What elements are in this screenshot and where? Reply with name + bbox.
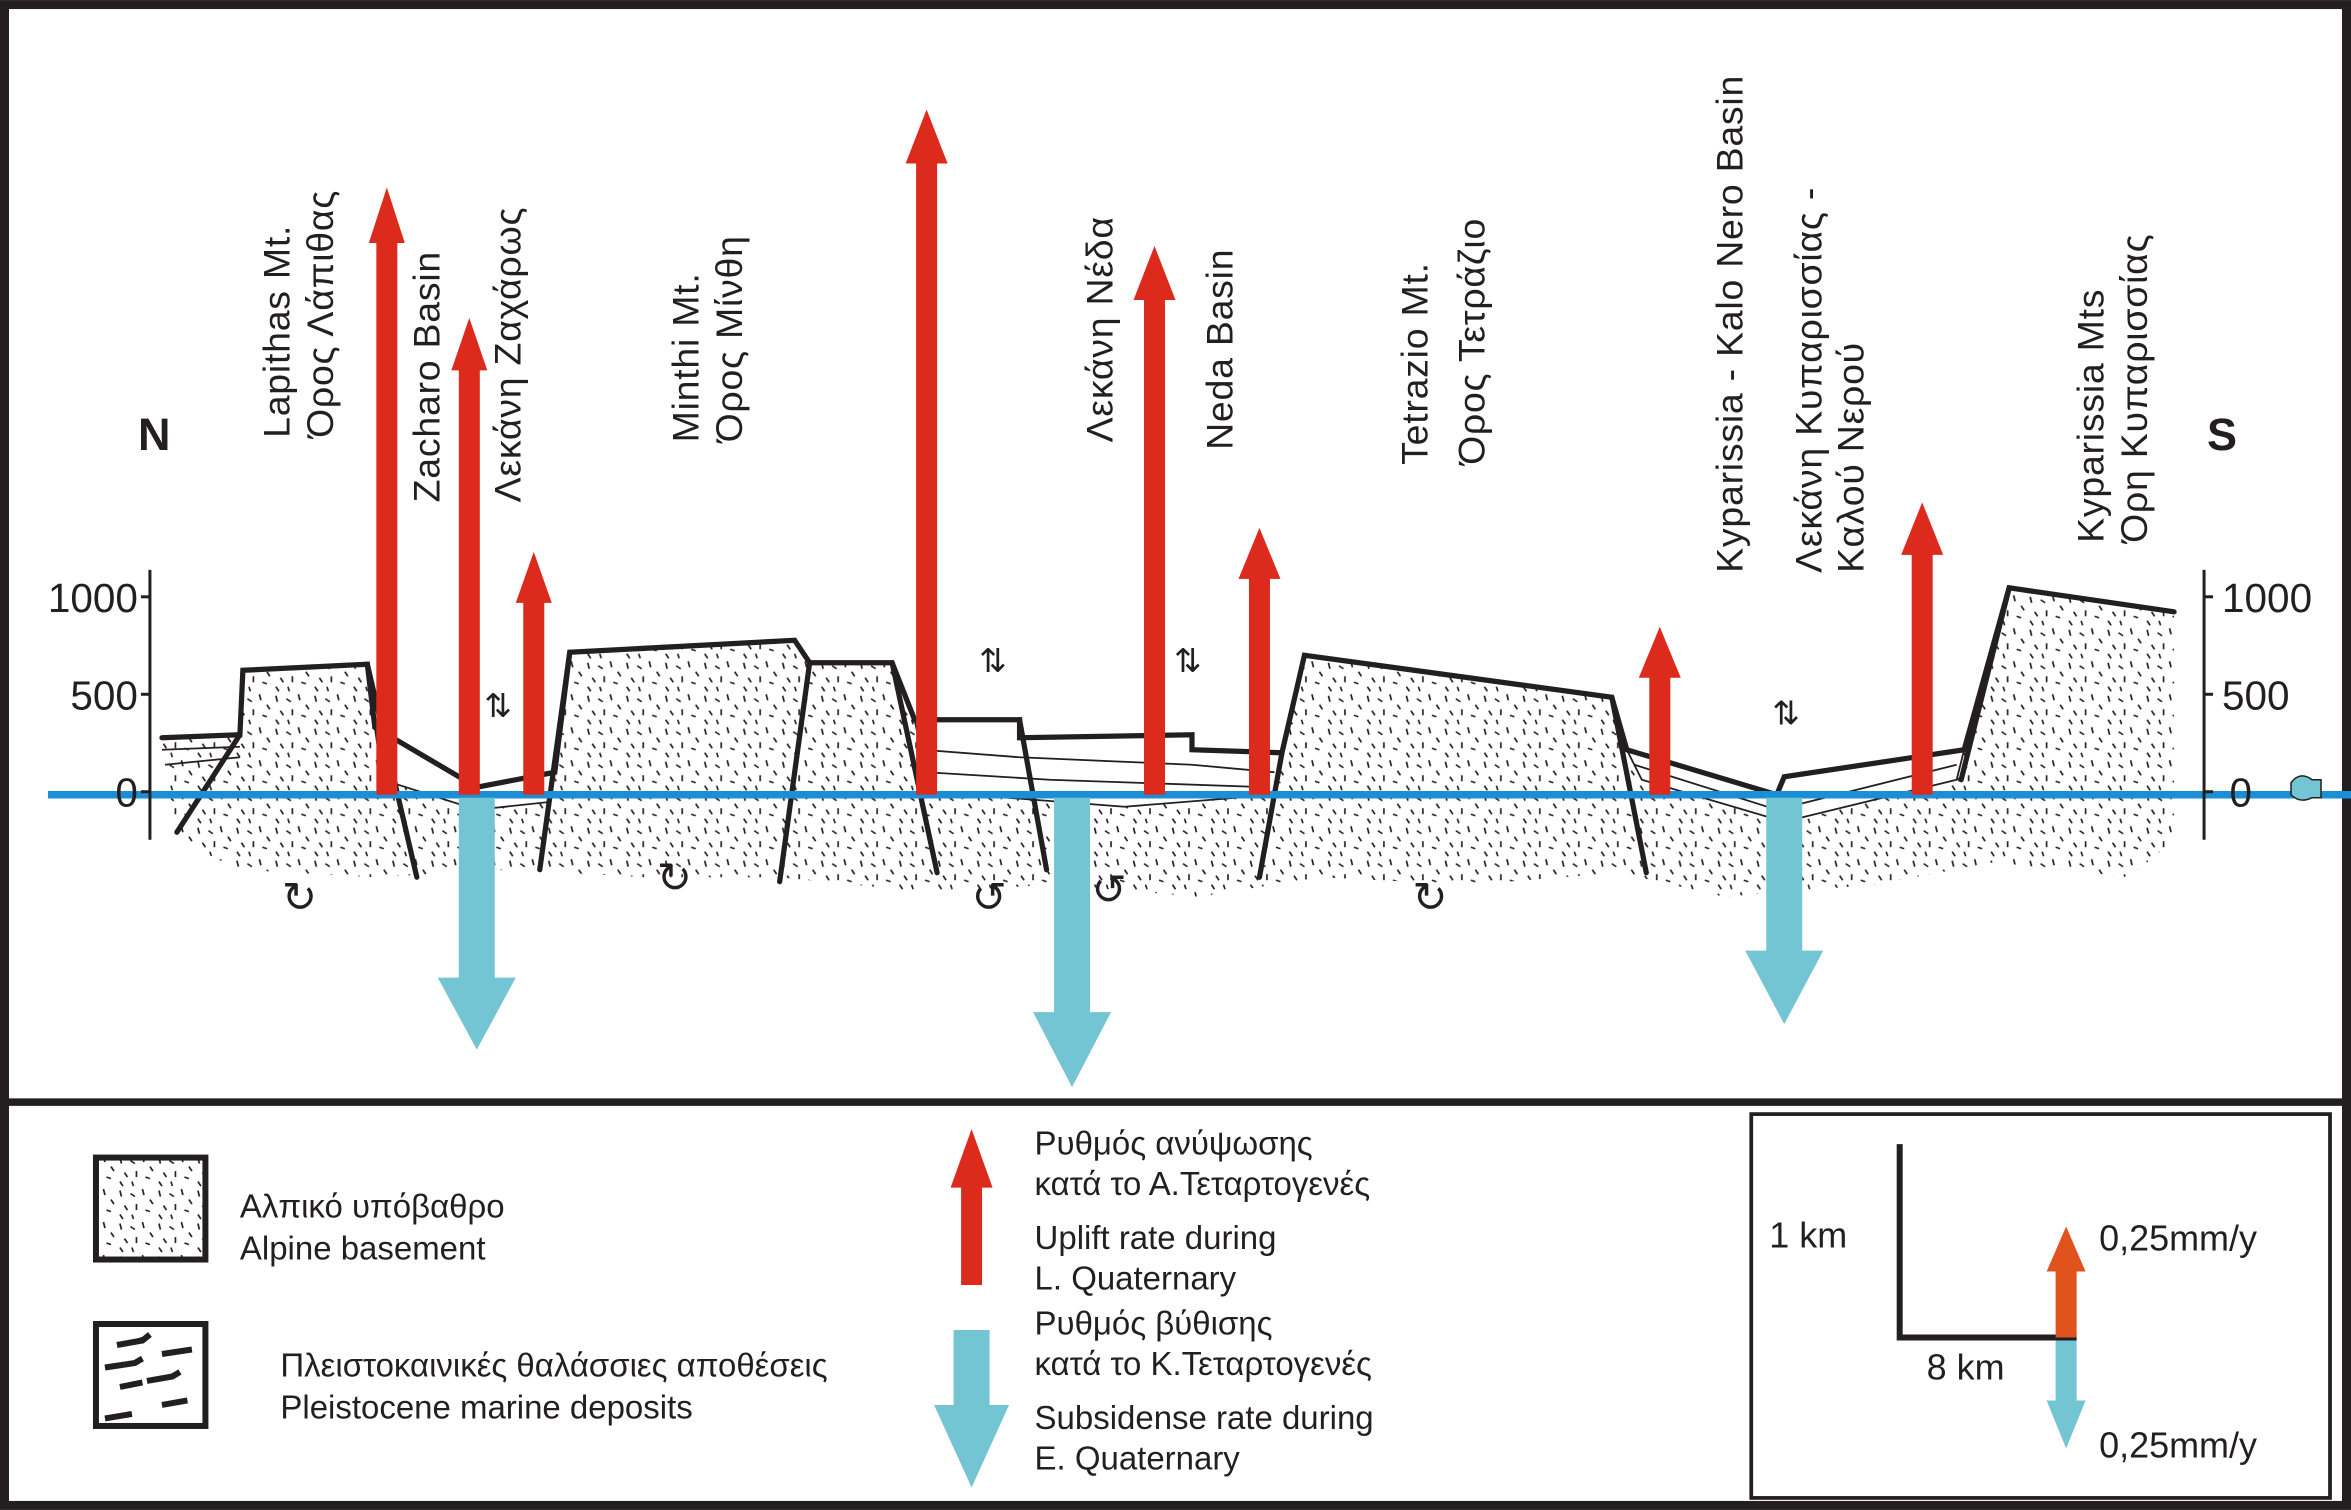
fault-slip-icon: ⇅ [1772, 694, 1800, 731]
label-kyparissia-basin-en: Kyparissia - Kalo Nero Basin [1708, 75, 1750, 573]
legend-uplift-en2: L. Quaternary [1035, 1260, 1237, 1297]
label-neda-en: Neda Basin [1198, 249, 1240, 450]
uplift-arrow [515, 551, 552, 795]
subsidence-arrow [1033, 797, 1112, 1088]
label-neda-gr: Λεκάνη Νέδα [1079, 216, 1121, 442]
legend-subs-en1: Subsidense rate during [1035, 1399, 1374, 1436]
legend-basement-gr: Αλπικό υπόβαθρο [240, 1188, 505, 1225]
legend-subsidence-arrow [934, 1330, 1010, 1488]
legend-basement-en: Alpine basement [240, 1230, 486, 1267]
label-tetrazio-en: Tetrazio Mt. [1393, 262, 1435, 465]
fault-slip-icon: ⇅ [1174, 642, 1202, 679]
rotation-icon: ↻ [657, 854, 692, 901]
uplift-arrow [1238, 527, 1281, 795]
left-elevation-axis: 1000 500 0 [48, 569, 152, 840]
block-rotation-icons: ↻ ↻ ↺ ↺ ↻ [282, 854, 1448, 920]
deposit-hatch [104, 1332, 193, 1422]
tick-label: 500 [2222, 672, 2290, 718]
uplift-arrow [451, 317, 488, 795]
label-kyparissia-mts-en: Kyparissia Mts [2070, 289, 2112, 543]
label-minthi-en: Minthi Mt. [665, 272, 707, 442]
uplift-arrow [1638, 626, 1681, 795]
uplift-arrow [368, 187, 405, 795]
tick-label: 0 [2230, 770, 2253, 816]
rotation-icon: ↺ [1092, 866, 1127, 913]
fault-slip-icon: ⇅ [979, 642, 1007, 679]
subsidence-arrow [1745, 797, 1824, 1025]
scale-box: 1 km 8 km 0,25mm/y 0,25mm/y [1749, 1112, 2332, 1500]
label-kyparissia-mts-gr: Όρη Κυπαρισσίας [2113, 234, 2155, 545]
tick-label: 1000 [48, 575, 138, 621]
legend-subs-en2: E. Quaternary [1035, 1439, 1241, 1476]
fault-motion-icons: ⇅ ⇅ ⇅ ⇅ [484, 642, 1800, 731]
rotation-icon: ↻ [282, 874, 317, 921]
legend: Αλπικό υπόβαθρο Alpine basement Πλειστοκ… [92, 1125, 1374, 1488]
label-tetrazio-gr: Όρος Τετράζιο [1450, 218, 1492, 467]
legend-deposits-en: Pleistocene marine deposits [280, 1388, 692, 1425]
north-label: N [138, 409, 170, 460]
tick-label: 1000 [2222, 575, 2312, 621]
legend-subs-gr1: Ρυθμός βύθισης [1035, 1305, 1273, 1342]
legend-deposits-swatch [92, 1321, 209, 1429]
legend-uplift-gr2: κατά το Α.Τεταρτογενές [1035, 1165, 1371, 1202]
legend-subs-gr2: κατά το Κ.Τεταρτογενές [1035, 1345, 1372, 1382]
legend-uplift-en1: Uplift rate during [1035, 1219, 1277, 1256]
legend-basement-swatch [92, 1154, 209, 1263]
label-zacharo-gr: Λεκάνη Ζαχάρως [486, 207, 528, 503]
right-elevation-axis: 1000 500 0 [2202, 569, 2312, 840]
label-kalo-nero-gr: Καλού Νερού [1830, 342, 1872, 573]
tick-label: 0 [115, 770, 138, 816]
uplift-arrow [1133, 245, 1176, 795]
scale-uplift-arrow [2046, 1226, 2086, 1338]
label-lapithas-gr: Όρος Λάπιθας [299, 190, 341, 440]
uplift-arrow [905, 109, 948, 795]
rotation-icon: ↺ [972, 874, 1007, 921]
sea-level-icon [2290, 775, 2322, 801]
subsidence-arrows [437, 797, 1824, 1088]
scale-subsidence-rate: 0,25mm/y [2099, 1424, 2257, 1465]
scale-bars [1896, 1144, 2077, 1341]
place-labels: Lapithas Mt. Όρος Λάπιθας Zacharo Basin … [255, 75, 2155, 573]
uplift-arrows [368, 109, 1944, 795]
south-label: S [2207, 409, 2237, 460]
scale-vertical-label: 1 km [1769, 1215, 1847, 1256]
legend-uplift-gr1: Ρυθμός ανύψωσης [1035, 1125, 1313, 1162]
subsidence-arrow [437, 797, 516, 1050]
label-zacharo-en: Zacharo Basin [405, 251, 447, 502]
scale-horizontal-label: 8 km [1927, 1346, 2005, 1387]
legend-uplift-arrow [950, 1129, 993, 1286]
tick-label: 500 [70, 672, 138, 718]
scale-uplift-rate: 0,25mm/y [2099, 1218, 2257, 1259]
scale-subsidence-arrow [2046, 1340, 2086, 1449]
fault-slip-icon: ⇅ [484, 687, 512, 724]
legend-deposits-gr: Πλειστοκαινικές θαλάσσιες αποθέσεις [280, 1346, 827, 1383]
rotation-icon: ↻ [1412, 874, 1447, 921]
uplift-arrow [1901, 502, 1944, 795]
label-minthi-gr: Όρος Μίνθη [708, 235, 750, 444]
label-kyparissia-basin-gr: Λεκάνη Κυπαρισσίας - [1788, 187, 1830, 573]
label-lapithas-en: Lapithas Mt. [255, 225, 297, 438]
